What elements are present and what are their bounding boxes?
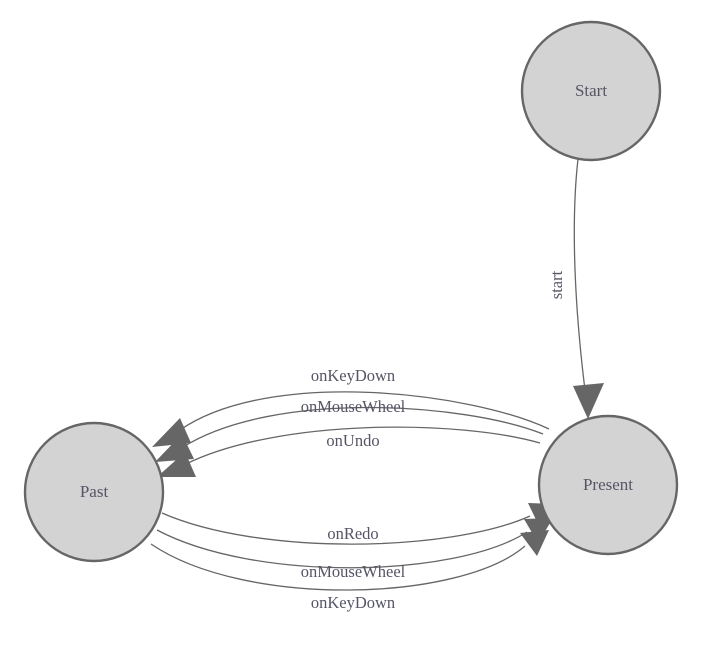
node-past[interactable]: Past <box>23 421 165 563</box>
edge-present-past-onundo-path <box>185 426 541 465</box>
node-start-circle <box>520 20 662 162</box>
node-present-label: Present <box>583 475 633 494</box>
edge-present-past-onundo[interactable]: onUndo <box>157 426 541 477</box>
edge-present-past-onmousewheel-path <box>182 406 544 448</box>
edge-past-present-onmousewheel-label: onMouseWheel <box>301 562 406 581</box>
edge-past-present-onmousewheel-path <box>156 529 528 569</box>
node-present-circle <box>537 414 679 556</box>
edge-present-past-onkeydown-path <box>179 391 550 431</box>
edge-start-present-path <box>573 158 587 399</box>
edge-present-past-onundo-arrowhead <box>157 452 196 477</box>
node-past-label: Past <box>80 482 109 501</box>
edge-start-present-label: start <box>547 270 566 299</box>
edge-past-present-onmousewheel-arrowhead <box>524 518 553 543</box>
node-start-label: Start <box>575 81 607 100</box>
edge-past-present-onmousewheel[interactable]: onMouseWheel <box>156 518 553 581</box>
node-past-circle <box>23 421 165 563</box>
node-present[interactable]: Present <box>537 414 679 556</box>
edge-start-present[interactable]: start <box>547 158 604 419</box>
edge-past-present-onredo-label: onRedo <box>327 524 378 543</box>
edge-past-present-onredo-path <box>161 512 531 545</box>
edge-present-past-onundo-label: onUndo <box>326 431 379 450</box>
edge-start-present-arrowhead <box>573 383 604 419</box>
edge-past-present-onkeydown-arrowhead <box>520 530 549 556</box>
edge-past-present-onkeydown[interactable]: onKeyDown <box>150 530 549 612</box>
node-start[interactable]: Start <box>520 20 662 162</box>
edge-past-present-onredo[interactable]: onRedo <box>161 503 556 545</box>
edge-past-present-onkeydown-path <box>150 543 526 591</box>
edge-present-past-onkeydown-label: onKeyDown <box>311 366 395 385</box>
edge-present-past-onmousewheel-label: onMouseWheel <box>301 397 406 416</box>
edge-past-present-onkeydown-label: onKeyDown <box>311 593 395 612</box>
